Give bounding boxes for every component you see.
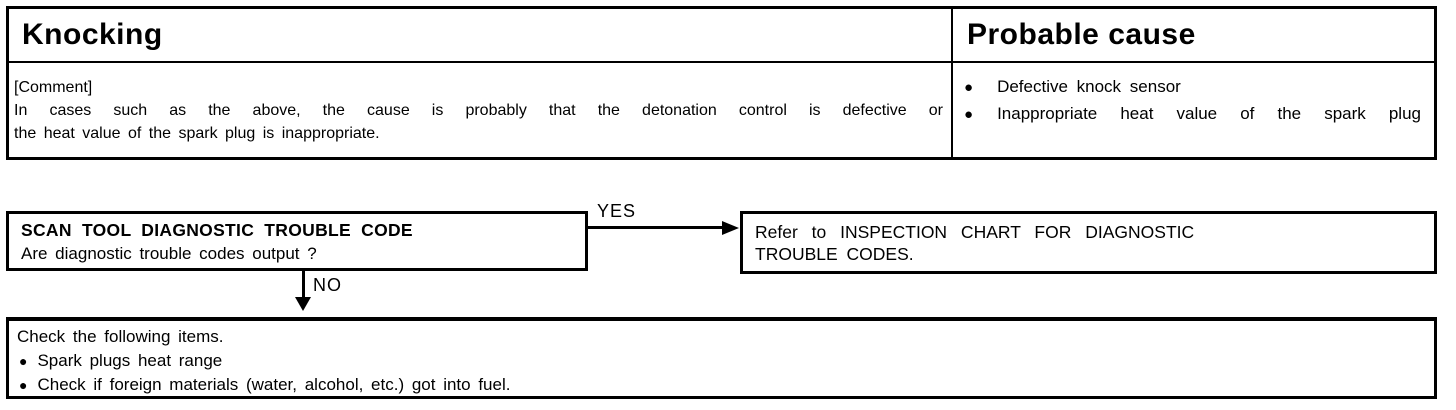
bullet-icon: ● [964,106,974,123]
symptom-cause-table: Knocking Probable cause [Comment] In cas… [6,6,1437,160]
comment-cell: [Comment] In cases such as the above, th… [9,63,953,157]
result-box-text-line: Refer to INSPECTION CHART FOR DIAGNOSTIC [755,222,1195,242]
probable-cause-header-cell: Probable cause [953,9,1434,63]
bullet-icon: ● [19,353,28,369]
diagnostic-question-box: SCAN TOOL DIAGNOSTIC TROUBLE CODE Are di… [6,211,588,271]
probable-cause-item: ● Defective knock sensor [963,74,1421,101]
result-box-text-line: TROUBLE CODES. [755,244,914,264]
check-item: ● Spark plugs heat range [17,349,1420,373]
probable-cause-text: Defective knock sensor [997,77,1181,96]
check-item-text: Spark plugs heat range [37,351,223,370]
no-branch-label: NO [313,275,342,295]
comment-text-line: the heat value of the spark plug is inap… [14,125,380,142]
probable-cause-title: Probable cause [967,18,1196,51]
check-item-text: Check if foreign materials (water, alcoh… [37,375,511,394]
question-box-title: SCAN TOOL DIAGNOSTIC TROUBLE CODE [21,220,413,240]
probable-cause-text: Inappropriate heat value of the spark pl… [997,104,1421,123]
no-arrowhead-icon [295,297,311,311]
question-box-question: Are diagnostic trouble codes output ? [21,244,317,263]
no-arrow-line [302,271,305,299]
probable-cause-item: ● Inappropriate heat value of the spark … [963,101,1421,128]
yes-branch-label: YES [597,201,637,221]
probable-cause-cell: ● Defective knock sensor ● Inappropriate… [953,63,1434,157]
yes-arrow-line [588,226,723,229]
bullet-icon: ● [964,79,974,96]
check-items-title: Check the following items. [17,327,224,346]
symptom-title: Knocking [22,18,163,51]
comment-label: [Comment] [14,79,93,96]
bullet-icon: ● [19,377,28,393]
check-item: ● Check if foreign materials (water, alc… [17,373,1420,397]
refer-result-box: Refer to INSPECTION CHART FOR DIAGNOSTIC… [740,211,1437,274]
symptom-header-cell: Knocking [9,9,953,63]
yes-arrowhead-icon [722,221,739,235]
comment-text-line: In cases such as the above, the cause is… [14,102,943,119]
check-items-box: Check the following items. ● Spark plugs… [6,317,1437,399]
